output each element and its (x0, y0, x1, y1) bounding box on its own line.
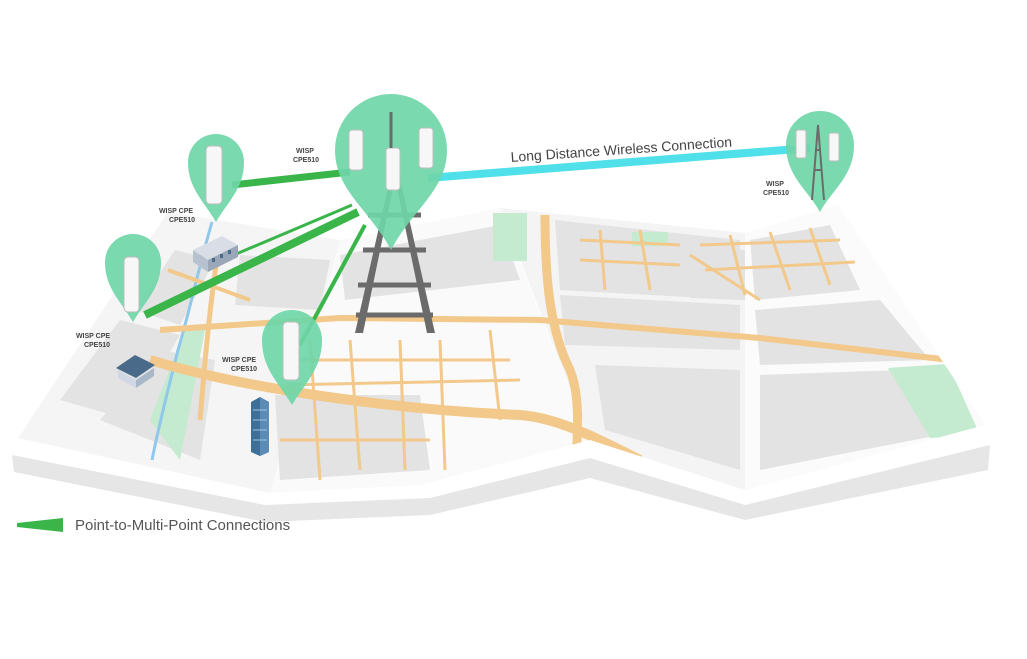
cpe-device-icon (205, 145, 223, 205)
remote-tower-icon (811, 124, 825, 201)
p2mp-link-cpe1 (231, 168, 351, 189)
p2mp-link-cpe-top2 (221, 203, 353, 262)
cpe-device-icon (795, 129, 807, 159)
cpe3-line2: CPE510 (231, 366, 257, 373)
cpe1-line1: WISP CPE (159, 208, 193, 215)
cpe2-line2: CPE510 (84, 342, 110, 349)
building-icon (193, 236, 238, 272)
map-shadow (12, 445, 990, 522)
folded-map (18, 205, 985, 493)
tower-wisp-label: WISP (296, 148, 314, 155)
cpe-pin-2 (105, 234, 161, 322)
cpe-device-icon (385, 147, 401, 191)
remote-wisp-label: WISP (766, 181, 784, 188)
legend-label: Point-to-Multi-Point Connections (75, 516, 291, 534)
cpe-pin-1 (188, 134, 244, 222)
long-distance-link (427, 144, 811, 182)
central-cpe-pin (335, 94, 447, 250)
legend: Point-to-Multi-Point Connections (17, 515, 290, 535)
cpe-device-icon (348, 129, 364, 171)
remote-model-label: CPE510 (763, 190, 789, 197)
cpe1-line2: CPE510 (169, 217, 195, 224)
cpe-device-icon (123, 256, 140, 313)
house-icon (116, 355, 155, 388)
tower-model-label: CPE510 (293, 157, 319, 164)
building-icon (251, 397, 269, 456)
p2mp-link-cpe2 (143, 208, 360, 319)
remote-cpe-pin (786, 111, 854, 212)
cpe2-line1: WISP CPE (76, 333, 110, 340)
cpe-pin-3 (262, 310, 322, 405)
cpe-device-icon (282, 321, 300, 381)
legend-swatch-icon (17, 518, 63, 532)
cpe3-line1: WISP CPE (222, 357, 256, 364)
cpe-device-icon (418, 127, 434, 169)
cpe-device-icon (828, 132, 840, 162)
map-blocks (60, 220, 965, 480)
